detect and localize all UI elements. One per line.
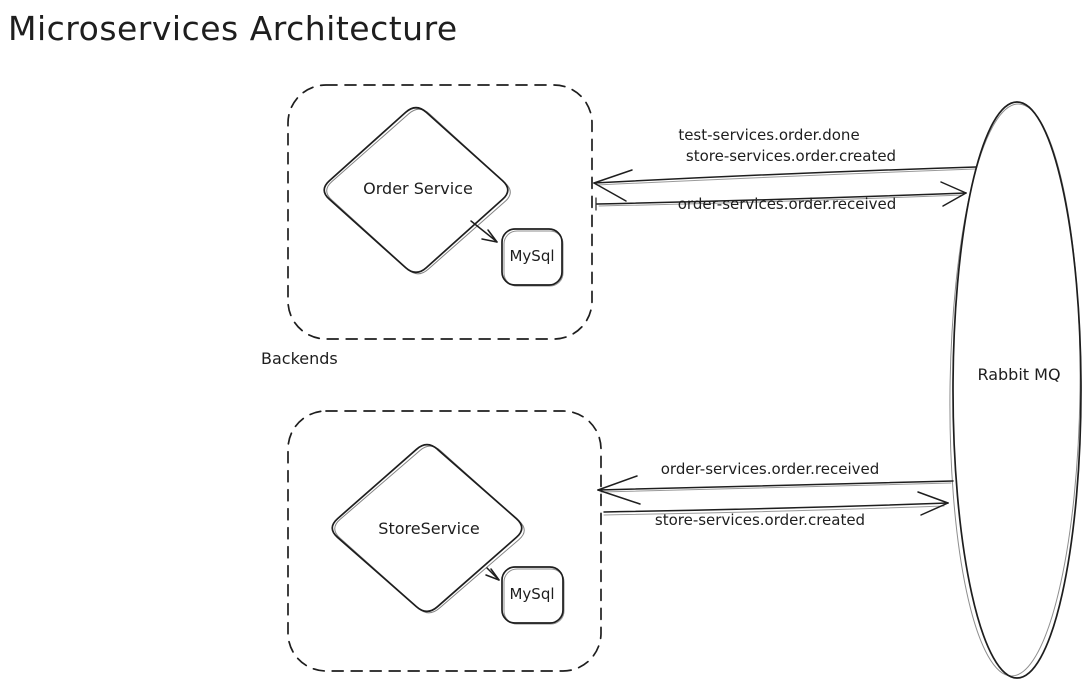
store-group-container <box>287 410 602 672</box>
arrow-store-to-mysql <box>485 567 500 581</box>
store-service-diamond-sketch <box>334 445 525 614</box>
store-mysql-box <box>501 566 564 624</box>
store-mysql-label: MySql <box>509 585 555 603</box>
backends-caption: Backends <box>261 349 338 368</box>
order-service-label: Order Service <box>363 179 473 198</box>
message-store-in: order-services.order.received <box>660 460 880 478</box>
order-service-diamond-sketch <box>326 108 511 275</box>
diagram-title: Microservices Architecture <box>8 9 458 48</box>
arrow-rabbitmq-to-store <box>597 475 954 505</box>
rabbitmq-ellipse <box>952 101 1082 679</box>
arrow-order-to-mysql <box>470 220 498 243</box>
order-mysql-box-sketch <box>503 230 564 287</box>
message-order-in-line2: store-services.order.created <box>685 147 897 165</box>
message-store-out: store-services.order.created <box>654 511 866 529</box>
rabbitmq-label: Rabbit MQ <box>977 365 1061 384</box>
message-order-out: order-services.order.received <box>677 195 897 213</box>
order-mysql-label: MySql <box>509 247 555 265</box>
arrow-order-to-rabbitmq <box>595 181 967 211</box>
store-service-label: StoreService <box>378 519 480 538</box>
order-mysql-box <box>501 228 563 286</box>
arrow-rabbitmq-to-order <box>593 166 977 202</box>
rabbitmq-ellipse-sketch <box>949 103 1081 677</box>
arrow-store-to-rabbitmq <box>603 491 949 516</box>
store-mysql-box-sketch <box>503 568 565 625</box>
message-order-in-line1: test-services.order.done <box>678 126 860 144</box>
order-group-container <box>287 84 593 340</box>
